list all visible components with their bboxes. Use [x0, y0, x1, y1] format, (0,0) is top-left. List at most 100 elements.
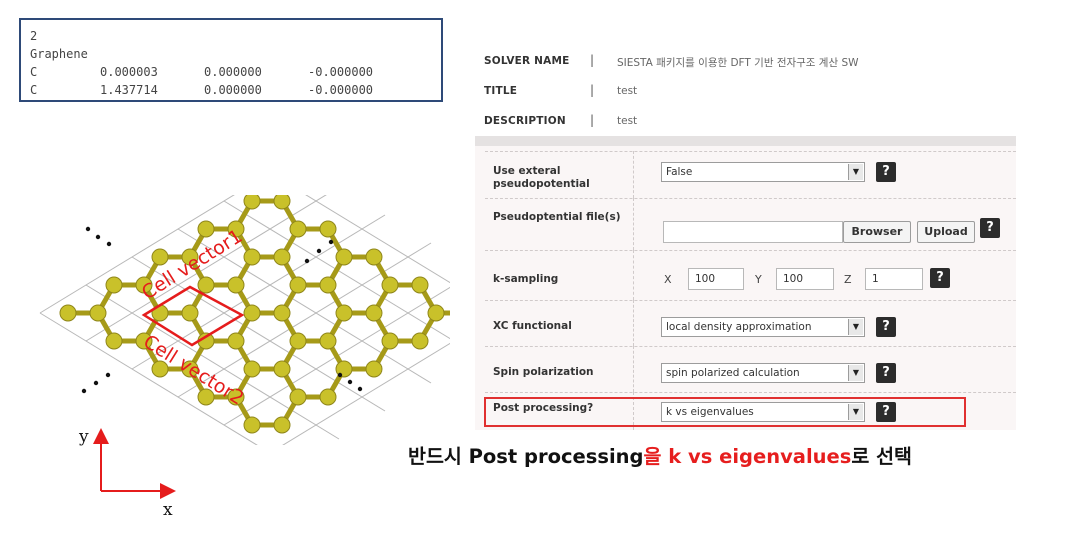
meta-title: TITLE | test — [484, 83, 638, 97]
carbon-atom — [227, 332, 245, 350]
carbon-atom — [227, 220, 245, 238]
carbon-atom — [289, 332, 307, 350]
carbon-atom — [243, 248, 261, 266]
carbon-atom — [427, 304, 445, 322]
carbon-atom — [365, 248, 383, 266]
carbon-atom — [319, 332, 337, 350]
section-divider — [475, 136, 1016, 146]
row-k-sampling: k-sampling X 100 Y 100 Z 1 ? — [475, 250, 1016, 300]
k-z-input[interactable]: 1 — [865, 268, 923, 290]
row-pseudo-file: Pseudoptential file(s) Browser Upload ? — [475, 198, 1016, 250]
carbon-atom — [227, 388, 245, 406]
carbon-atom — [273, 248, 291, 266]
carbon-atom — [411, 276, 429, 294]
k-sampling-label: k-sampling — [493, 273, 559, 285]
carbon-atom — [181, 248, 199, 266]
post-processing-highlight — [484, 397, 966, 427]
help-icon[interactable]: ? — [876, 317, 896, 337]
carbon-atom — [197, 220, 215, 238]
carbon-atom — [411, 332, 429, 350]
parameter-form: Use exteral pseudopotential False▼ ? Pse… — [475, 146, 1016, 430]
carbon-atom — [89, 304, 107, 322]
post-select[interactable]: k vs eigenvalues▼ — [661, 402, 865, 422]
carbon-atom — [289, 220, 307, 238]
y-axis-label: y — [78, 427, 89, 447]
row-use-external: Use exteral pseudopotential False▼ ? — [475, 146, 1016, 198]
solver-form-panel: SOLVER NAME | SIESTA 패키지를 이용한 DFT 기반 전자구… — [475, 38, 1016, 430]
meta-description: DESCRIPTION | test — [484, 113, 638, 127]
carbon-atom — [319, 276, 337, 294]
help-icon[interactable]: ? — [876, 363, 896, 383]
xc-label: XC functional — [493, 320, 572, 332]
k-y-input[interactable]: 100 — [776, 268, 834, 290]
k-x-input[interactable]: 100 — [688, 268, 744, 290]
carbon-atom — [365, 360, 383, 378]
x-axis-label: x — [163, 500, 173, 520]
meta-solver-name: SOLVER NAME | SIESTA 패키지를 이용한 DFT 기반 전자구… — [484, 53, 859, 69]
spin-label: Spin polarization — [493, 366, 594, 378]
carbon-atom — [181, 304, 199, 322]
pseudo-file-label: Pseudoptential file(s) — [493, 211, 621, 223]
xy-axes: y x — [78, 427, 176, 520]
upload-button[interactable]: Upload — [917, 221, 975, 243]
carbon-atom — [227, 276, 245, 294]
help-icon[interactable]: ? — [980, 218, 1000, 238]
ellipsis-dots — [81, 226, 363, 394]
carbon-atom — [319, 220, 337, 238]
k-z-label: Z — [844, 273, 852, 286]
carbon-atom — [197, 276, 215, 294]
carbon-atom — [289, 276, 307, 294]
carbon-atom — [243, 195, 261, 210]
browser-button[interactable]: Browser — [843, 221, 911, 243]
chevron-down-icon: ▼ — [848, 164, 863, 180]
pseudo-file-input[interactable] — [663, 221, 843, 243]
carbon-atom — [319, 388, 337, 406]
help-icon[interactable]: ? — [876, 162, 896, 182]
carbon-atom — [273, 416, 291, 434]
carbon-atom — [135, 276, 153, 294]
carbon-atom — [273, 360, 291, 378]
carbon-atom — [335, 304, 353, 322]
carbon-atom — [151, 248, 169, 266]
k-y-label: Y — [755, 273, 762, 286]
use-external-label: Use exteral pseudopotential — [493, 165, 590, 190]
atom-count: 2 — [30, 29, 38, 43]
carbon-atom — [135, 332, 153, 350]
carbon-atom — [197, 388, 215, 406]
row-post-processing: Post processing? k vs eigenvalues▼ ? — [475, 392, 1016, 430]
carbon-atom — [151, 360, 169, 378]
carbon-atom — [335, 248, 353, 266]
spin-select[interactable]: spin polarized calculation▼ — [661, 363, 865, 383]
system-name: Graphene — [30, 47, 88, 61]
chevron-down-icon: ▼ — [848, 365, 863, 381]
help-icon[interactable]: ? — [930, 268, 950, 288]
k-x-label: X — [664, 273, 672, 286]
row-spin-polarization: Spin polarization spin polarized calcula… — [475, 346, 1016, 392]
carbon-atom — [273, 195, 291, 210]
xc-select[interactable]: local density approximation▼ — [661, 317, 865, 337]
carbon-atom — [105, 332, 123, 350]
use-external-select[interactable]: False▼ — [661, 162, 865, 182]
unit-cell-outline — [141, 285, 245, 347]
instruction-note: 반드시 Post processing을 k vs eigenvalues로 선… — [408, 445, 912, 468]
carbon-atom — [59, 304, 77, 322]
carbon-atom — [243, 360, 261, 378]
carbon-atom — [181, 360, 199, 378]
chevron-down-icon: ▼ — [848, 404, 863, 420]
carbon-atom — [105, 276, 123, 294]
chevron-down-icon: ▼ — [848, 319, 863, 335]
graphene-lattice-figure: Cell vector1 Cell vector2 — [39, 195, 450, 445]
carbon-atom — [289, 388, 307, 406]
carbon-atom — [243, 416, 261, 434]
post-label: Post processing? — [493, 402, 594, 414]
help-icon[interactable]: ? — [876, 402, 896, 422]
carbon-atom — [273, 304, 291, 322]
row-xc-functional: XC functional local density approximatio… — [475, 300, 1016, 346]
carbon-atom — [381, 276, 399, 294]
carbon-atom — [243, 304, 261, 322]
carbon-atom — [381, 332, 399, 350]
carbon-atom — [365, 304, 383, 322]
